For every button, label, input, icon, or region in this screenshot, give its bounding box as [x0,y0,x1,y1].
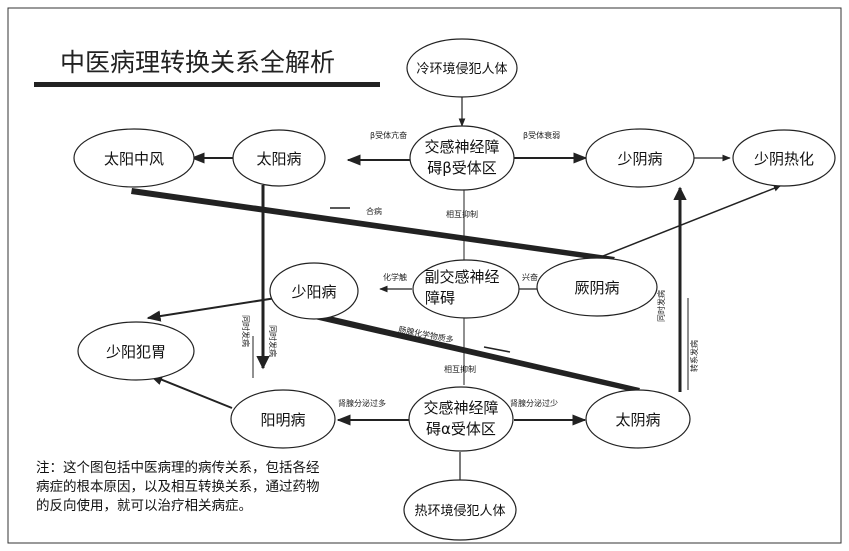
node-hot-label: 热环境侵犯人体 [414,503,505,519]
label-mutual-top: 相互抑制 [446,209,478,219]
node-cold-environment: 冷环境侵犯人体 [406,38,518,98]
node-jueyin: 厥阴病 [536,257,658,317]
label-excite: 兴奋 [522,272,538,282]
node-shaoyin-rehua: 少阴热化 [732,129,836,187]
label-hebing: 合病 [366,206,382,216]
node-parasym-line2: 障碍 [425,289,455,307]
node-taiyin-label: 太阴病 [615,411,660,429]
label-beta-hyper: β受体亢奋 [370,130,407,140]
node-shaoyin-rehua-label: 少阴热化 [754,150,814,168]
label-gland-excess: 肾腺分泌过多 [338,398,386,408]
node-beta-line2: 碍β受体区 [427,159,497,177]
diagram-title: 中医病理转换关系全解析 [60,48,335,77]
node-shaoyang-fanwei: 少阳犯胃 [77,321,195,381]
node-sympathetic-alpha: 交感神经障 碍α受体区 [408,386,514,452]
node-taiyang-label: 太阳病 [256,150,301,168]
label-right-vertical-2: 转系发病 [689,340,699,372]
node-sympathetic-beta: 交感神经障 碍β受体区 [409,125,515,191]
node-shaoyang: 少阳病 [269,262,359,320]
node-taiyin: 太阴病 [585,389,691,449]
node-shaoyang-label: 少阳病 [291,283,336,301]
note-line-3: 的反向使用，就可以治疗相关病症。 [36,497,252,514]
node-taiyang: 太阳病 [232,129,326,187]
label-chem-contact: 化学触 [383,272,407,282]
node-alpha-line2: 碍α受体区 [426,420,496,438]
label-beta-weak: β受体衰弱 [523,130,560,140]
node-taiyang-zhongfeng-label: 太阳中风 [104,150,164,168]
edge-yangming-to-fanwei [148,374,233,409]
node-shaoyang-fanwei-label: 少阳犯胃 [106,343,166,361]
node-alpha-line1: 交感神经障 [423,399,498,417]
edge-jueyin-to-rehua [597,185,781,259]
label-left-vertical-1: 同时发病 [241,315,251,347]
edge-shaoyang-taiyin-wedge [310,312,640,393]
secretion-dash [483,346,511,353]
node-parasympathetic: 副交感神经 障碍 [412,259,520,319]
note-line-2: 病症的根本原因，以及相互转换关系，通过药物 [36,479,320,495]
label-right-vertical-1: 同时发病 [656,290,666,322]
label-gland-deficit: 肾腺分泌过少 [510,398,558,408]
node-yangming-label: 阳明病 [260,411,305,429]
diagram-note: 注：这个图包括中医病理的病传关系，包括各经 病症的根本原因，以及相互转换关系，通… [36,459,320,514]
node-jueyin-label: 厥阴病 [574,279,619,297]
edge-shaoyang-to-fanwei [146,297,277,322]
node-shaoyin-label: 少阴病 [617,150,662,168]
title-underline [34,82,380,87]
node-parasym-line1: 副交感神经 [424,268,499,286]
note-line-1: 注：这个图包括中医病理的病传关系，包括各经 [36,459,320,476]
node-cold-label: 冷环境侵犯人体 [416,61,507,77]
edge-hebing-wedge [131,188,615,262]
label-mutual-bottom: 相互抑制 [444,364,476,374]
node-hot-environment: 热环境侵犯人体 [403,479,517,541]
label-left-vertical-2: 同时发病 [268,325,278,357]
node-yangming: 阳明病 [230,389,336,449]
node-shaoyin: 少阴病 [585,128,695,188]
node-beta-line1: 交感神经障 [424,138,499,156]
node-taiyang-zhongfeng: 太阳中风 [73,128,195,188]
diagram-frame [7,7,842,544]
